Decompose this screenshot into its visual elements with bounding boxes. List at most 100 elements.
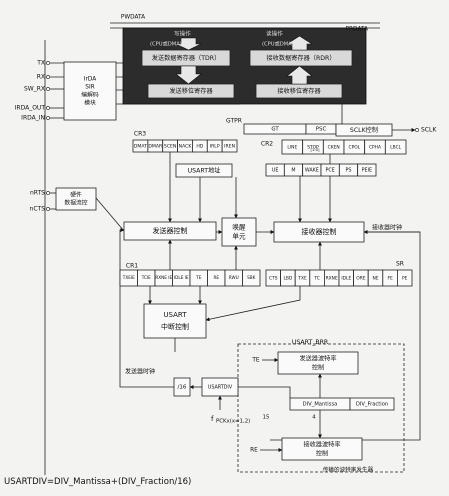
rx-ctrl-box-label: 接收器控制 xyxy=(302,227,337,236)
write-op-label: 写操作 xyxy=(174,30,191,38)
irda-out-label: IRDA_OUT xyxy=(15,105,46,112)
irda-block-label-2: 编解码 xyxy=(81,91,99,99)
cr2-cpha-label: CPHA xyxy=(369,145,381,151)
cr3-dmat-label: DMAT xyxy=(134,144,147,150)
cr2-lbcl-label: LBCL xyxy=(390,145,401,151)
ncts-label: nCTS xyxy=(30,206,46,213)
hw-flow-box-label-0: 硬件 xyxy=(70,191,82,199)
cr1-tcie-label: TCIE xyxy=(141,275,151,280)
tx-pin-icon xyxy=(46,61,50,65)
cr1-label: CR1 xyxy=(126,263,138,270)
shift-to-rdr-arrow-icon xyxy=(286,65,313,85)
ncts-pin-icon xyxy=(46,207,50,211)
div16-box-label: /16 xyxy=(177,385,186,391)
usartdiv-box xyxy=(201,377,239,397)
write-arrow-icon xyxy=(175,37,202,51)
sr-idle-label: IDLE xyxy=(341,276,351,282)
cr3-dmar-label: DMAR xyxy=(148,144,163,150)
te-label: TE xyxy=(251,358,260,364)
tdr-to-shift-arrow-icon xyxy=(175,65,202,85)
irda-block xyxy=(63,61,117,121)
gtpr-label: GTPR xyxy=(226,118,242,125)
cr3-nack-label: NACK xyxy=(179,144,193,150)
sclk-ctrl-box xyxy=(335,123,393,137)
cr1-top-m-label: M xyxy=(291,168,295,174)
cr2-cpol-label: CPOL xyxy=(349,145,361,151)
wake-unit-box-label-1: 单元 xyxy=(232,232,246,241)
cr1-top-ps-label: PS xyxy=(346,168,352,174)
cr2-label: CR2 xyxy=(261,141,273,148)
re-label: RE xyxy=(250,448,258,454)
div16-box xyxy=(173,377,191,397)
cr1-top-peie-label: PEIE xyxy=(362,168,372,174)
usart-addr-box xyxy=(175,163,233,178)
cr1-rxne-ie-label: RXNE IE xyxy=(155,275,172,280)
sw-rx-label: SW_RX xyxy=(24,86,45,93)
sclk-label: SCLK xyxy=(421,127,437,134)
sr-ore-label: ORE xyxy=(356,276,366,282)
rx-baud-box-label-1: 控制 xyxy=(316,450,328,458)
tx-shift-box-label: 发送移位寄存器 xyxy=(169,87,213,95)
tx-baud-box-label-0: 发送器波特率 xyxy=(299,355,336,363)
cr1-idle-ie-label: IDLE IE xyxy=(174,275,189,280)
irda-in-label: IRDA_IN xyxy=(21,115,45,122)
sw-rx-pin-icon xyxy=(46,87,50,91)
rx-baud-box xyxy=(281,437,363,461)
nrts-label: nRTS xyxy=(30,190,45,197)
cpu-dma-read-label: (CPU或DMA) xyxy=(262,40,294,48)
irda-block-label-0: IrDA xyxy=(84,77,96,83)
div-fraction-box xyxy=(349,397,395,411)
cr3-iren xyxy=(221,139,238,153)
cpu-dma-label: (CPU或DMA) xyxy=(150,40,182,48)
div16-to-tx-ctrl xyxy=(119,228,174,388)
pwdata-label: PWDATA xyxy=(121,15,145,21)
sr-label: SR xyxy=(396,261,404,268)
tx-baud-box-label-1: 控制 xyxy=(312,364,324,372)
cr2-stop-label: STOP xyxy=(307,145,319,151)
usart-irq-box-label-1: 中断控制 xyxy=(161,322,189,331)
sr-tc-label: TC xyxy=(313,276,320,282)
rx-ctrl-box xyxy=(273,221,365,243)
rx-label: RX xyxy=(37,74,45,81)
irda-in-pin-icon xyxy=(46,116,50,120)
sclk-ctrl-box-label: SCLK控制 xyxy=(350,126,378,134)
gt-box-label: GT xyxy=(271,127,279,133)
hw-flow-box xyxy=(55,187,97,211)
cr1-sbk-label: SBK xyxy=(247,275,256,280)
usart-irq-box-label-0: USART xyxy=(163,311,187,319)
brr-4-label: 4 xyxy=(312,415,316,421)
cr1-top-ue-label: UE xyxy=(272,168,279,174)
cr1-top-pce-label: PCE xyxy=(326,168,335,174)
cr1-txeie-label: TXEIE xyxy=(122,275,135,280)
wake-unit-box xyxy=(221,217,257,247)
cr3-scen-label: SCEN xyxy=(164,144,176,150)
usart-irq-box xyxy=(143,303,207,339)
div-mantissa-box-label: DIV_Mantissa xyxy=(303,402,338,408)
usartdiv-box-label: USARTDIV xyxy=(208,385,233,391)
usartdiv-to-brr xyxy=(238,386,291,398)
usart-brr-region xyxy=(237,343,405,473)
tx-ctrl-box xyxy=(123,221,217,241)
sr-rxne-label: RXNE xyxy=(326,276,338,282)
baud-gen-label: 传输的波特率发生器 xyxy=(323,466,374,474)
usartdiv-formula: USARTDIV=DIV_Mantissa+(DIV_Fraction/16) xyxy=(4,477,192,487)
rx-shift-box-label: 接收移位寄存器 xyxy=(277,87,321,95)
rx-clock-label: 接收器时钟 xyxy=(372,224,402,232)
hw-flow-box-label-1: 数据流控 xyxy=(64,199,87,207)
tx-label: TX xyxy=(36,60,45,67)
sr-txe-label: TXE xyxy=(297,276,307,282)
cr1-top-peie xyxy=(357,163,377,177)
cr1-re-label: RE xyxy=(213,275,219,280)
sr-pe-label: PE xyxy=(402,276,408,282)
brr-15-label: 15 xyxy=(263,415,270,421)
tx-clock-label: 发送器时钟 xyxy=(125,368,155,376)
read-op-label: 读操作 xyxy=(266,30,283,38)
cr1-sbk xyxy=(242,269,261,287)
brr-title: USART_BRR xyxy=(292,339,329,346)
psc-box-label: PSC xyxy=(316,127,327,133)
tx-baud-box xyxy=(277,351,359,375)
cr3-iren-label: IREN xyxy=(224,144,235,150)
read-arrow-icon xyxy=(285,35,314,51)
